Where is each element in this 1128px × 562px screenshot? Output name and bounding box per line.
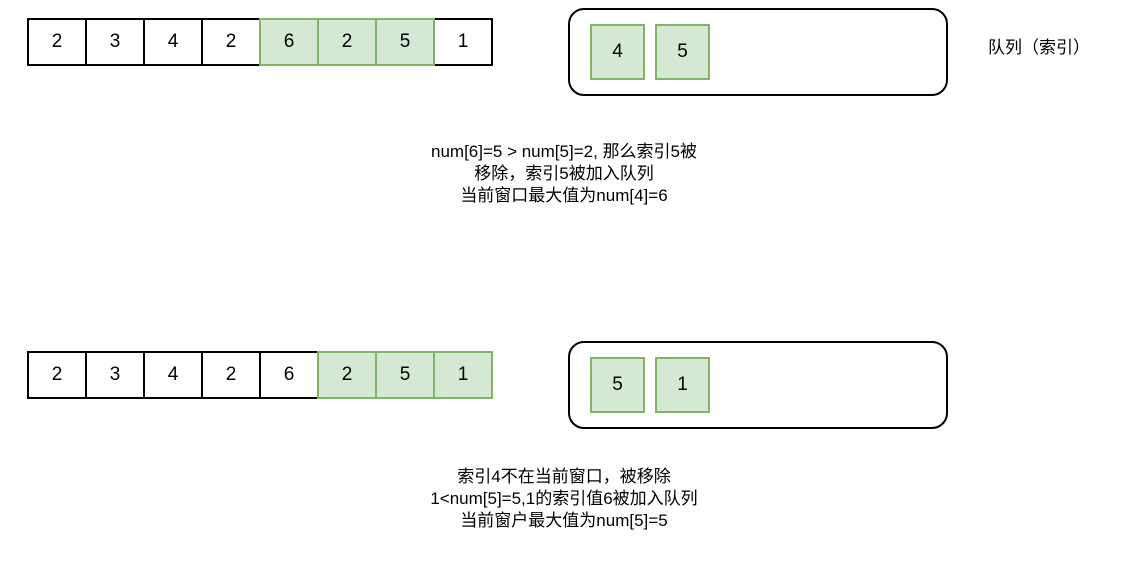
array-cell-highlighted: 1: [433, 351, 493, 399]
array-cell: 2: [201, 351, 261, 399]
array-cell-highlighted: 6: [259, 18, 319, 66]
caption-line: 当前窗户最大值为num[5]=5: [460, 511, 668, 530]
array-row-step2: 2 3 4 2 6 2 5 1: [27, 351, 493, 399]
array-cell: 4: [143, 351, 203, 399]
array-cell: 2: [27, 18, 87, 66]
queue-container-step2: 5 1: [568, 341, 948, 429]
array-cell: 1: [433, 18, 493, 66]
caption-line: 当前窗口最大值为num[4]=6: [460, 186, 668, 205]
caption-line: 索引4不在当前窗口，被移除: [457, 467, 671, 486]
array-row-step1: 2 3 4 2 6 2 5 1: [27, 18, 493, 66]
caption-step1: num[6]=5 > num[5]=2, 那么索引5被 移除，索引5被加入队列 …: [0, 141, 1128, 207]
array-cell-highlighted: 2: [317, 351, 377, 399]
caption-line: num[6]=5 > num[5]=2, 那么索引5被: [431, 142, 697, 161]
queue-item: 1: [655, 357, 710, 413]
array-cell-highlighted: 5: [375, 351, 435, 399]
array-cell: 2: [27, 351, 87, 399]
queue-label: 队列（索引）: [988, 38, 1090, 57]
array-cell: 2: [201, 18, 261, 66]
queue-item: 4: [590, 24, 645, 80]
array-cell: 3: [85, 18, 145, 66]
queue-item: 5: [590, 357, 645, 413]
caption-line: 1<num[5]=5,1的索引值6被加入队列: [430, 489, 698, 508]
array-cell: 6: [259, 351, 319, 399]
caption-line: 移除，索引5被加入队列: [474, 164, 654, 183]
array-cell: 3: [85, 351, 145, 399]
queue-container-step1: 4 5: [568, 8, 948, 96]
array-cell-highlighted: 2: [317, 18, 377, 66]
array-cell-highlighted: 5: [375, 18, 435, 66]
caption-step2: 索引4不在当前窗口，被移除 1<num[5]=5,1的索引值6被加入队列 当前窗…: [0, 466, 1128, 532]
array-cell: 4: [143, 18, 203, 66]
queue-item: 5: [655, 24, 710, 80]
